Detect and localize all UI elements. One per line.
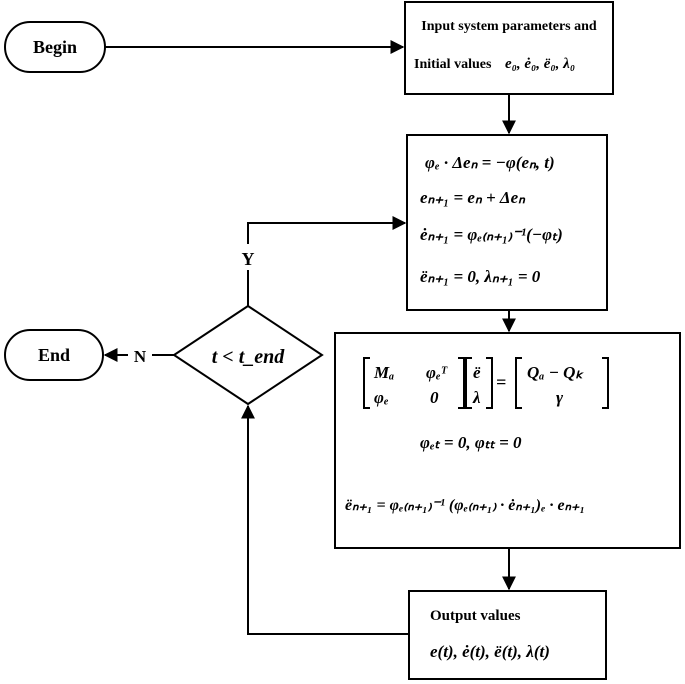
solve-eq2: φₑₜ = 0, φₜₜ = 0 xyxy=(420,433,522,452)
update-eq1: φₑ · Δeₙ = −φ(eₙ, t) xyxy=(425,153,555,172)
vector-x2: λ xyxy=(472,388,481,407)
vector-b-right-bracket xyxy=(602,357,609,409)
vector-b2: γ xyxy=(556,388,564,407)
vector-b1: Qₐ − Qₖ xyxy=(527,363,584,382)
no-edge-label: N xyxy=(134,347,147,366)
decision-label: t < t_end xyxy=(212,346,286,368)
input-parameters-box: Input system parameters and Initial valu… xyxy=(404,1,614,95)
matrix-right-bracket xyxy=(458,357,465,409)
end-terminal: End xyxy=(4,329,104,381)
arrow-decision-yes-to-update xyxy=(247,216,407,306)
solve-equations-box: Mₐ φₑᵀ φₑ 0 ë λ = Qₐ − Qₖ γ φₑₜ = 0, φₜₜ… xyxy=(334,332,681,549)
update-eq3: ėₙ₊₁ = φₑ₍ₙ₊₁₎⁻¹(−φₜ) xyxy=(420,225,563,244)
input-line2-label: Initial values xyxy=(414,57,492,72)
end-label: End xyxy=(38,345,70,365)
vector-x1: ë xyxy=(473,363,481,382)
update-state-box: φₑ · Δeₙ = −φ(eₙ, t) eₙ₊₁ = eₙ + Δeₙ ėₙ₊… xyxy=(406,134,608,311)
update-eq2: eₙ₊₁ = eₙ + Δeₙ xyxy=(420,188,526,207)
update-eq4: ëₙ₊₁ = 0, λₙ₊₁ = 0 xyxy=(420,267,541,286)
input-line2-vars: e₀, ė₀, ë₀, λ₀ xyxy=(505,56,575,72)
matrix-a11: Mₐ xyxy=(373,363,394,382)
equals-sign: = xyxy=(496,372,506,392)
matrix-a12: φₑᵀ xyxy=(426,363,448,382)
vector-b-left-bracket xyxy=(515,357,522,409)
output-title: Output values xyxy=(430,608,521,624)
vector-x-right-bracket xyxy=(486,357,493,409)
matrix-left-bracket xyxy=(363,357,370,409)
yes-label-bg xyxy=(236,244,260,270)
vector-x-left-bracket xyxy=(465,357,472,409)
input-line1: Input system parameters and xyxy=(421,19,597,34)
output-vars: e(t), ė(t), ë(t), λ(t) xyxy=(430,642,550,661)
matrix-a21: φₑ xyxy=(374,388,389,407)
arrow-output-to-decision xyxy=(241,404,409,635)
decision-diamond: t < t_end xyxy=(172,304,324,406)
output-values-box: Output values e(t), ė(t), ë(t), λ(t) xyxy=(408,590,607,680)
yes-edge-label: Y xyxy=(242,249,255,269)
begin-label: Begin xyxy=(33,37,77,57)
no-label-bg xyxy=(128,344,152,366)
begin-terminal: Begin xyxy=(4,21,106,73)
solve-eq3: ëₙ₊₁ = φₑ₍ₙ₊₁₎⁻¹ (φₑ₍ₙ₊₁₎ · ėₙ₊₁)ₑ · eₙ₊… xyxy=(345,497,585,514)
matrix-a22: 0 xyxy=(430,388,439,407)
connectors xyxy=(103,40,516,635)
